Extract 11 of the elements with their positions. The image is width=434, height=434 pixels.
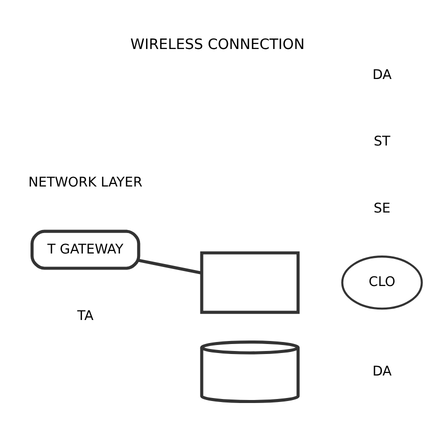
- diagram-title: WIRELESS CONNECTION: [130, 36, 304, 53]
- label: NETWORK LAYER: [28, 175, 142, 190]
- connector: [138, 258, 202, 274]
- label: DA: [372, 68, 392, 83]
- label: ST: [373, 134, 390, 150]
- node-box: T GATEWAY: [30, 229, 140, 270]
- label: TA: [76, 308, 93, 324]
- node-ellipse: CLO: [340, 255, 422, 310]
- label: SE: [373, 200, 390, 216]
- label: DA: [372, 364, 392, 379]
- node-box: [200, 250, 300, 314]
